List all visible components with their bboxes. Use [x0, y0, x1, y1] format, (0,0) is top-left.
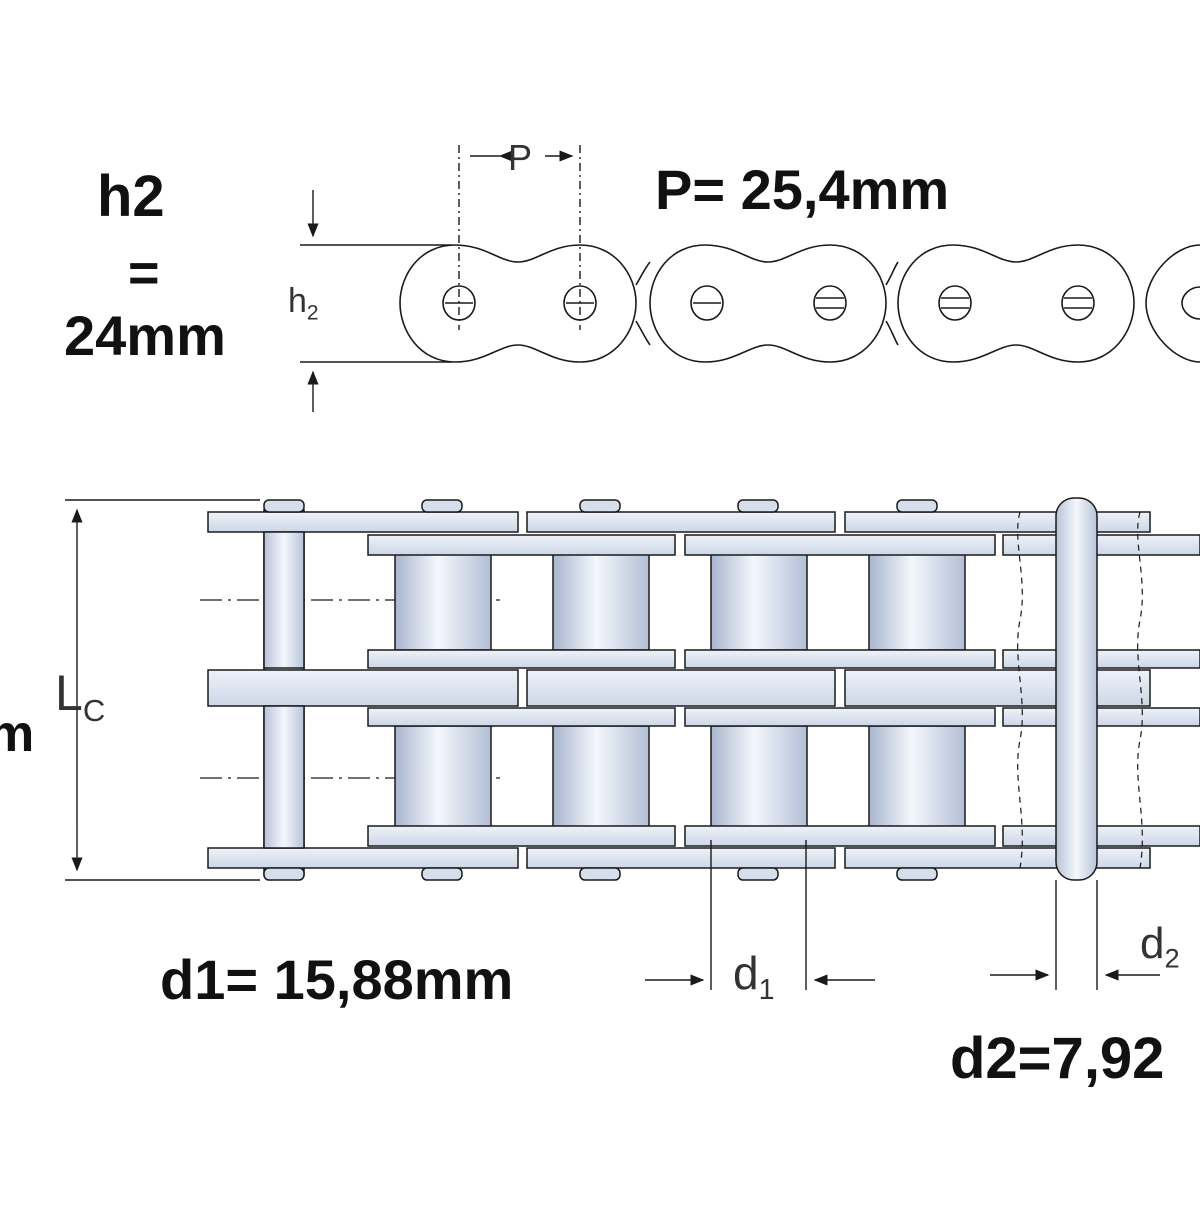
roller: [552, 547, 650, 651]
roller: [394, 547, 492, 651]
inner-plate: [684, 534, 996, 556]
d2-symbol: d2: [1140, 922, 1180, 972]
roller: [868, 725, 966, 829]
outer-plate: [207, 511, 519, 533]
inner-plate: [367, 534, 676, 556]
pitch-value: P= 25,4mm: [655, 158, 950, 221]
pitch-dimension: [458, 145, 581, 330]
roller: [868, 547, 966, 651]
connecting-pin: [1055, 497, 1098, 881]
pitch-symbol: P: [508, 137, 533, 178]
end-pin-segment: [263, 531, 305, 669]
middle-plate: [207, 669, 519, 707]
link-plate-2: [649, 244, 887, 363]
inner-plate: [367, 707, 676, 727]
outer-plate: [844, 511, 1151, 533]
link-plate-4: [1145, 244, 1200, 363]
lc-symbol: LC: [55, 668, 105, 726]
h2-symbol-sub: 2: [306, 301, 319, 325]
d1-symbol-sub: 1: [758, 973, 775, 1006]
link-plate-1: [399, 244, 637, 363]
pin-head: [263, 499, 305, 513]
break-line: [1137, 511, 1143, 869]
lc-value-cut: m: [0, 705, 35, 763]
inner-plate: [367, 649, 676, 669]
inner-plate: [1002, 825, 1200, 847]
h2-symbol: h2: [288, 284, 319, 323]
inner-plate: [684, 825, 996, 847]
pin-holes: [442, 285, 1200, 321]
duplex-chain-top-view: [207, 497, 1200, 881]
d2-symbol-main: d: [1140, 919, 1165, 968]
pin-head: [579, 499, 621, 513]
h2-symbol-main: h: [288, 282, 307, 320]
middle-plate: [844, 669, 1151, 707]
roller: [710, 725, 808, 829]
outer-plate: [844, 847, 1151, 869]
lc-dimension: [65, 499, 260, 881]
middle-plate: [526, 669, 836, 707]
d2-symbol-sub: 2: [1164, 942, 1180, 974]
h2-value: 24mm: [64, 304, 226, 367]
inner-plate: [1002, 649, 1200, 669]
pin-head: [896, 499, 938, 513]
lc-symbol-sub: C: [82, 692, 106, 728]
pin-head: [579, 867, 621, 881]
pin-head: [421, 867, 463, 881]
end-pin-segment: [263, 705, 305, 849]
d1-symbol: d1: [733, 950, 774, 1004]
inner-plate: [684, 707, 996, 727]
d2-dimension: [990, 880, 1160, 990]
pin-head: [421, 499, 463, 513]
d1-symbol-main: d: [733, 947, 759, 999]
h2-label: h2: [97, 164, 165, 229]
inner-plate: [684, 649, 996, 669]
inner-plate: [1002, 534, 1200, 556]
d2-value: d2=7,92: [950, 1026, 1165, 1091]
break-line: [1017, 511, 1023, 869]
pin-head: [737, 499, 779, 513]
h2-dimension: [300, 190, 452, 412]
pin-head: [737, 867, 779, 881]
d1-dimension: [645, 840, 875, 990]
pin-head: [896, 867, 938, 881]
roller: [552, 725, 650, 829]
outer-plate: [207, 847, 519, 869]
inner-plate: [367, 825, 676, 847]
side-view-plates: [399, 244, 1200, 363]
outer-plate: [526, 511, 836, 533]
link-plate-3: [897, 244, 1135, 363]
h2-equals: =: [128, 243, 160, 303]
roller: [394, 725, 492, 829]
d1-value: d1= 15,88mm: [160, 948, 514, 1011]
pin-head: [263, 867, 305, 881]
roller: [710, 547, 808, 651]
inner-plate: [1002, 707, 1200, 727]
lc-symbol-main: L: [55, 665, 83, 721]
outer-plate: [526, 847, 836, 869]
